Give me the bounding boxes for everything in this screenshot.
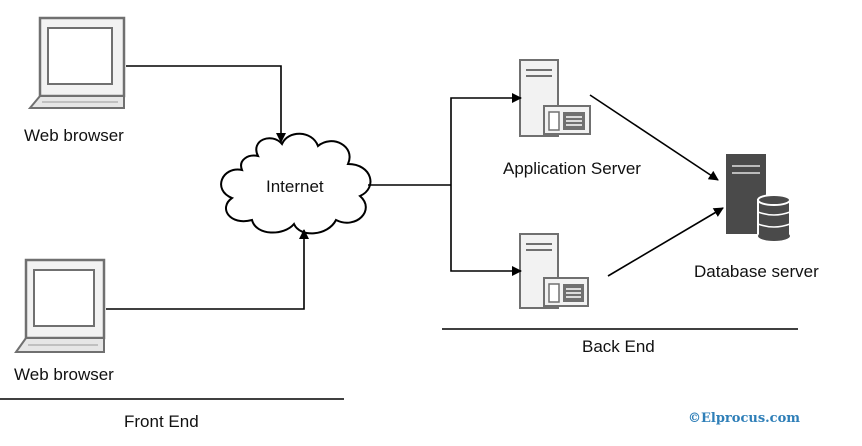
application-server-icon [519, 233, 589, 309]
desktop-computer-icon [27, 16, 126, 109]
connector-lines [106, 65, 724, 310]
node-label-web-browser-top: Web browser [24, 126, 124, 145]
node-label-database-server: Database server [694, 262, 819, 281]
section-label-front-end: Front End [124, 412, 199, 431]
database-server-icon [726, 154, 791, 241]
desktop-computer-icon [14, 258, 106, 353]
cloud-icon [220, 132, 372, 235]
watermark-text: ©Elprocus.com [688, 411, 801, 426]
connector-to-app-server-bottom [450, 185, 522, 276]
node-label-web-browser-bottom: Web browser [14, 365, 114, 384]
connector-app-bottom-to-db [607, 207, 724, 277]
connector-app-top-to-db [589, 94, 719, 181]
application-server-icon [519, 59, 591, 137]
node-label-internet: Internet [266, 177, 324, 196]
connector-to-app-server-top [450, 93, 522, 185]
node-label-application-server: Application Server [503, 159, 641, 178]
connector-top-browser-to-internet [126, 65, 286, 143]
section-label-back-end: Back End [582, 337, 655, 356]
connector-bottom-browser-to-internet [106, 229, 309, 310]
